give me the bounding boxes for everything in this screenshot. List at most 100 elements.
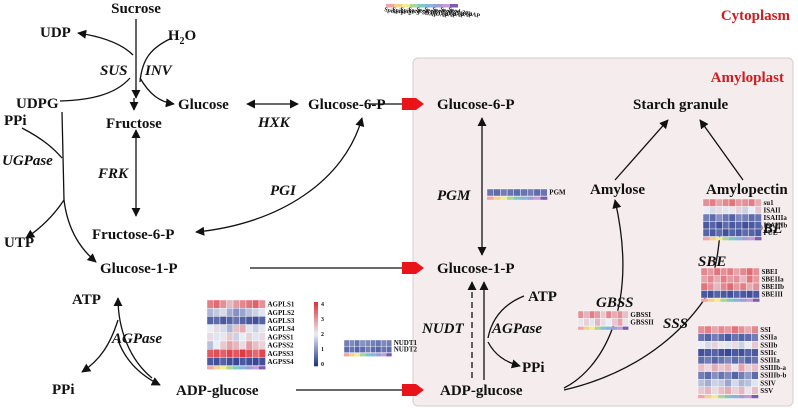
heatmap-cell <box>226 332 234 342</box>
legend-swatch <box>394 4 402 8</box>
heatmap-cell <box>724 363 732 372</box>
color-scale-segment <box>314 332 318 335</box>
metabolite-fructose-6-p: Fructose-6-P <box>92 227 174 243</box>
arrow-sus-udpg <box>59 77 131 102</box>
sample-color-swatch <box>716 237 723 241</box>
enzyme-pgi: PGI <box>270 183 297 199</box>
sample-legend: Spike-1Spike-2Spike-3Seed-5DAPSeed-10DAP… <box>384 4 481 20</box>
enzyme-labels: SUS INV HXK FRK UGPase PGI AGPase PGM NU… <box>2 63 783 347</box>
legend-swatch <box>426 4 434 8</box>
heatmap-cell <box>722 198 730 207</box>
heatmap-cell <box>697 363 705 372</box>
sample-color-swatch <box>500 196 508 200</box>
heatmap-cell <box>741 213 749 222</box>
heatmap-agpase: AGPLS1AGPLS2AGPLS3AGPLS4AGPSS1AGPSS2AGPS… <box>206 299 295 370</box>
heatmap-cell <box>704 371 712 380</box>
color-scale-segment <box>314 310 318 312</box>
metabolite-ppi-ugpase: PPi <box>4 113 27 129</box>
heatmap-cell <box>206 308 214 317</box>
color-scale-segment <box>314 351 318 354</box>
gene-label: GBSSI <box>630 311 651 319</box>
heatmap-cell <box>349 339 355 347</box>
heatmap-cell <box>611 310 618 319</box>
color-scale-segment <box>314 350 318 352</box>
color-scale-segment <box>314 326 318 328</box>
heatmap-cell <box>697 356 705 365</box>
sample-color-swatch <box>359 353 366 357</box>
heatmap-cell <box>258 324 266 334</box>
metabolite-ppi-cyto: PPi <box>52 382 75 398</box>
heatmap-cell <box>746 275 754 284</box>
heatmap-cell <box>583 310 590 319</box>
heatmap-cell <box>239 299 247 309</box>
sample-color-swatch <box>718 395 725 399</box>
heatmap-cell <box>731 341 739 350</box>
heatmap-cell <box>380 346 387 353</box>
heatmap-cell <box>617 310 624 319</box>
sample-color-swatch <box>751 395 759 399</box>
heatmap-cell <box>704 341 712 350</box>
heatmap-cell <box>744 333 752 342</box>
arrow-agpase-cyto-ppi <box>81 319 119 373</box>
heatmap-cell <box>728 206 736 215</box>
heatmap-cell <box>213 299 221 309</box>
heatmap-cell <box>711 325 719 334</box>
color-scale-segment <box>314 359 318 362</box>
metabolite-utp: UTP <box>4 235 34 251</box>
heatmap-cell <box>206 299 214 309</box>
enzyme-ugpase: UGPase <box>2 153 53 169</box>
gene-label: SBEIIa <box>762 276 785 284</box>
sample-color-swatch <box>533 196 541 200</box>
heatmap-cell <box>738 386 746 395</box>
arrow-amylopectin-starch <box>699 119 744 181</box>
heatmap-cell <box>731 363 739 372</box>
heatmap-cell <box>506 188 515 197</box>
heatmap-cell <box>232 324 240 334</box>
heatmap-cell <box>232 316 240 325</box>
heatmap-cell <box>697 325 705 334</box>
heatmap-cell <box>731 356 739 365</box>
heatmap-cell <box>724 341 732 350</box>
heatmap-cell <box>748 221 756 230</box>
heatmap-cell <box>738 363 746 372</box>
heatmap-cell <box>702 198 710 207</box>
sample-color-swatch <box>226 366 233 370</box>
heatmap-cell <box>258 299 266 309</box>
heatmap-cell <box>713 290 721 299</box>
sample-color-swatch <box>246 366 253 370</box>
sample-color-swatch <box>753 298 760 302</box>
sample-color-swatch <box>711 395 719 399</box>
heatmap-cell <box>245 349 253 358</box>
heatmap-cell <box>744 363 752 372</box>
heatmap-cell <box>232 308 240 317</box>
heatmap-cell <box>728 228 736 237</box>
sample-color-swatch <box>513 196 521 200</box>
heatmap-cell <box>704 348 712 357</box>
sample-color-swatch <box>722 237 729 241</box>
heatmap-cell <box>697 386 705 395</box>
heatmap-cell <box>717 356 725 365</box>
heatmap-cell <box>715 206 723 215</box>
heatmap-cell <box>252 332 260 342</box>
heatmap-cell <box>709 228 717 237</box>
heatmap-cell <box>720 290 728 299</box>
heatmap-cell <box>239 332 247 342</box>
heatmap-cell <box>738 348 746 357</box>
legend-swatch <box>402 4 410 8</box>
heatmap-cell <box>226 299 234 309</box>
heatmap-cell <box>700 290 708 299</box>
heatmap-cell <box>717 325 725 334</box>
color-scale-segment <box>314 313 318 316</box>
heatmap-cell <box>751 379 759 388</box>
color-scale-segment <box>314 306 318 309</box>
heatmap-cell <box>726 267 734 276</box>
heatmap-cell <box>707 282 715 291</box>
heatmap-cell <box>715 213 723 222</box>
color-scale-segment <box>314 348 318 351</box>
heatmap-cell <box>219 332 227 342</box>
heatmap-cell <box>704 333 712 342</box>
heatmap-cell <box>733 275 741 284</box>
sample-color-swatch <box>493 196 501 200</box>
heatmap-cell <box>744 379 752 388</box>
